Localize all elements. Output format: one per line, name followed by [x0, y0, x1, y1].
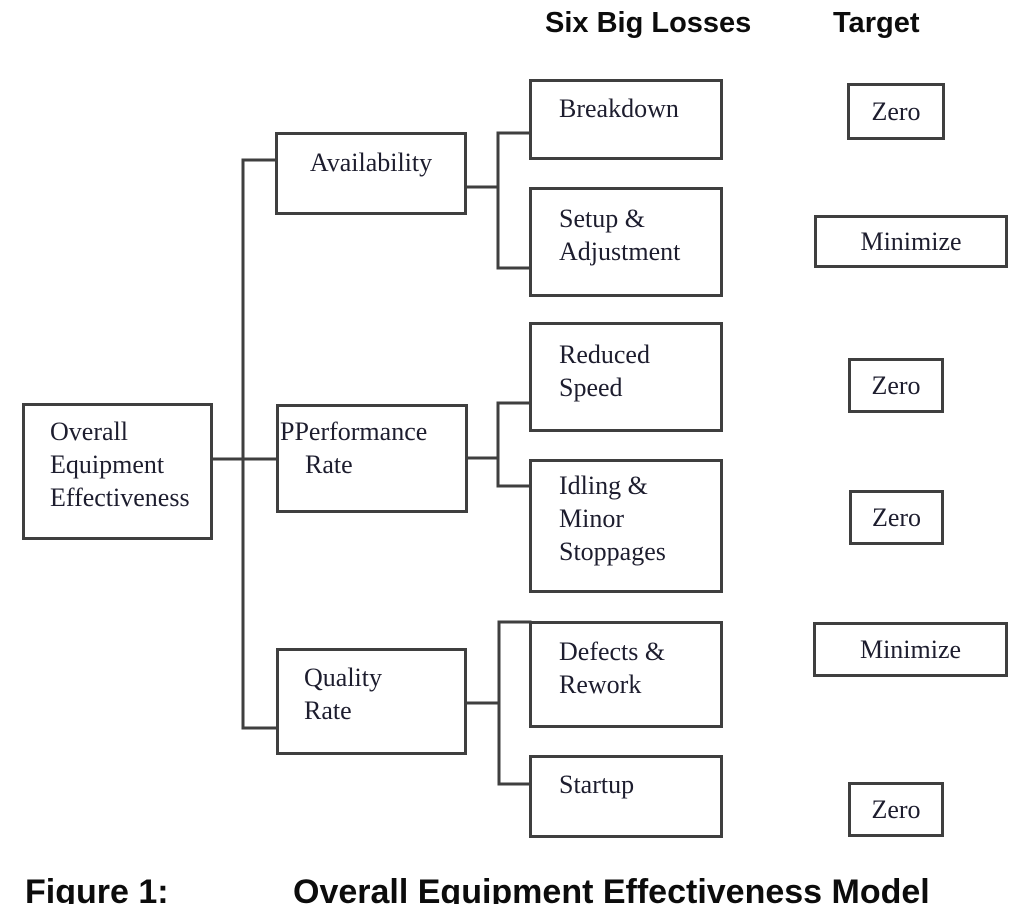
- loss-box-defects-rework: Defects & Rework: [529, 621, 723, 728]
- category-box-availability-label: Availability: [309, 148, 433, 177]
- loss-box-reduced-speed: Reduced Speed: [529, 322, 723, 432]
- root-box-label: Overall Equipment Effectiveness: [50, 417, 190, 512]
- target-box-idling-minor-stoppages-label: Zero: [871, 503, 922, 532]
- column-header-target: Target: [833, 7, 920, 39]
- target-box-idling-minor-stoppages: Zero: [849, 490, 944, 545]
- column-header-six-big-losses: Six Big Losses: [545, 7, 752, 39]
- loss-box-idling-minor-stoppages: Idling & Minor Stoppages: [529, 459, 723, 593]
- target-box-defects-rework: Minimize: [813, 622, 1008, 677]
- loss-box-breakdown-label: Breakdown: [559, 94, 679, 123]
- target-box-setup-adjustment-label: Minimize: [860, 227, 962, 256]
- loss-box-setup-adjustment-label: Setup & Adjustment: [559, 204, 681, 266]
- loss-box-startup-label: Startup: [559, 770, 635, 799]
- loss-box-startup: Startup: [529, 755, 723, 838]
- category-box-performance-rate: PPerformance Rate: [276, 404, 468, 513]
- target-box-breakdown-label: Zero: [871, 97, 921, 126]
- target-box-setup-adjustment: Minimize: [814, 215, 1008, 268]
- loss-box-idling-minor-stoppages-label: Idling & Minor Stoppages: [559, 471, 666, 566]
- target-box-startup: Zero: [848, 782, 944, 837]
- category-box-quality-rate-label: Quality Rate: [304, 663, 382, 725]
- target-box-reduced-speed-label: Zero: [871, 371, 921, 400]
- loss-box-setup-adjustment: Setup & Adjustment: [529, 187, 723, 297]
- target-box-defects-rework-label: Minimize: [859, 635, 962, 664]
- loss-box-reduced-speed-label: Reduced Speed: [559, 340, 650, 402]
- category-box-availability: Availability: [275, 132, 467, 215]
- target-box-reduced-speed: Zero: [848, 358, 944, 413]
- figure-caption-title: Overall Equipment Effectiveness Model: [293, 873, 930, 904]
- root-box-overall-equipment-effectiveness: Overall Equipment Effectiveness: [22, 403, 213, 540]
- figure-caption-label: Figure 1:: [25, 873, 169, 904]
- target-box-breakdown: Zero: [847, 83, 945, 140]
- loss-box-defects-rework-label: Defects & Rework: [559, 637, 666, 699]
- target-box-startup-label: Zero: [871, 795, 921, 824]
- category-box-quality-rate: Quality Rate: [276, 648, 467, 755]
- category-box-performance-rate-label: PPerformance Rate: [280, 417, 428, 479]
- loss-box-breakdown: Breakdown: [529, 79, 723, 160]
